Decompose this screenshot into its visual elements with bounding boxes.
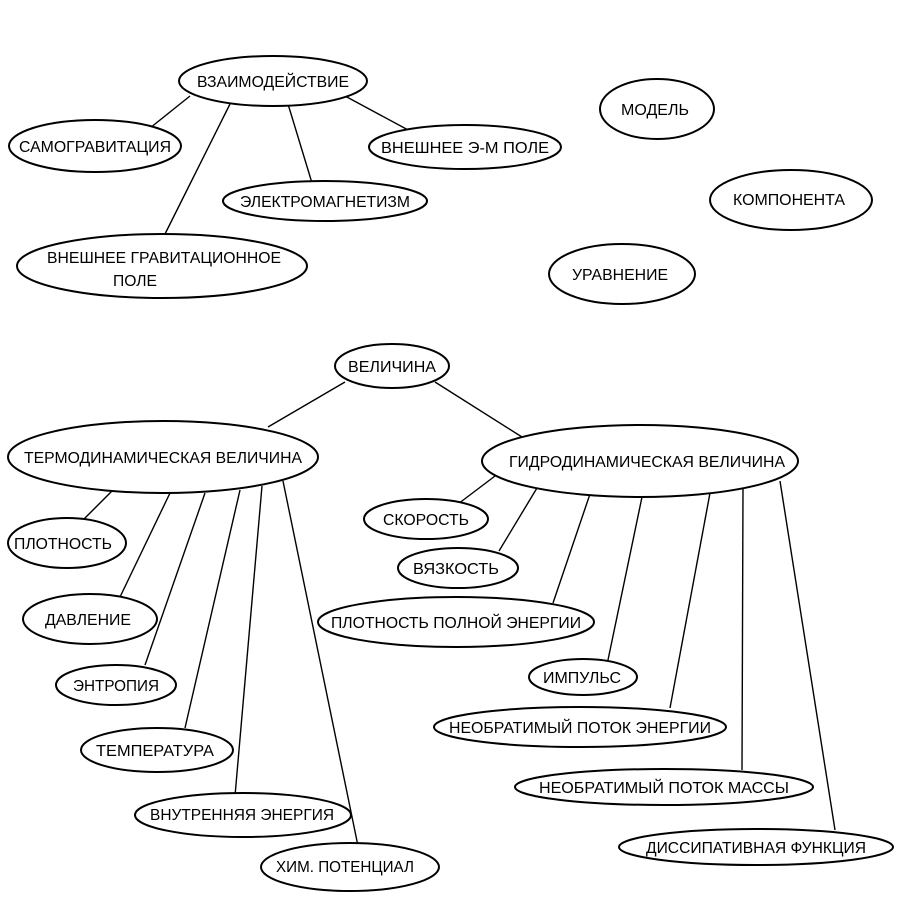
node-momentum: ИМПУЛЬС <box>528 658 638 696</box>
node-label: ВНУТРЕННЯЯ ЭНЕРГИЯ <box>150 807 334 824</box>
node-label: НЕОБРАТИМЫЙ ПОТОК МАССЫ <box>539 778 789 797</box>
node-label: ПЛОТНОСТЬ ПОЛНОЙ ЭНЕРГИИ <box>331 613 581 632</box>
node-label: ВЯЗКОСТЬ <box>413 561 499 578</box>
node-external-grav-field: ВНЕШНЕЕ ГРАВИТАЦИОННОЕ ПОЛЕ <box>16 233 308 299</box>
node-label: ТЕРМОДИНАМИЧЕСКАЯ ВЕЛИЧИНА <box>24 450 302 467</box>
edge-thermo-temperature <box>184 489 241 729</box>
edges <box>83 95 836 847</box>
edge-thermo-pressure <box>119 492 171 598</box>
edge-hydro-momentum <box>607 496 643 661</box>
node-external-em-field: ВНЕШНЕЕ Э-М ПОЛЕ <box>368 124 562 170</box>
node-label: ДАВЛЕНИЕ <box>45 612 131 629</box>
node-hydro-quantity: ГИДРОДИНАМИЧЕСКАЯ ВЕЛИЧИНА <box>481 424 799 498</box>
edge-interaction-external-grav <box>164 103 231 235</box>
node-irrev-mass-flux: НЕОБРАТИМЫЙ ПОТОК МАССЫ <box>514 768 814 806</box>
node-model: МОДЕЛЬ <box>599 78 715 140</box>
node-label: СКОРОСТЬ <box>383 512 469 529</box>
node-label: ВНЕШНЕЕ Э-М ПОЛЕ <box>381 140 549 157</box>
node-label: НЕОБРАТИМЫЙ ПОТОК ЭНЕРГИИ <box>449 718 711 737</box>
node-self-gravity: САМОГРАВИТАЦИЯ <box>8 119 182 173</box>
node-label: ВЗАИМОДЕЙСТВИЕ <box>197 72 349 91</box>
node-label: САМОГРАВИТАЦИЯ <box>19 139 171 156</box>
node-density: ПЛОТНОСТЬ <box>7 517 127 569</box>
node-component: КОМПОНЕНТА <box>709 169 873 231</box>
node-interaction: ВЗАИМОДЕЙСТВИЕ <box>178 55 368 107</box>
node-entropy: ЭНТРОПИЯ <box>55 664 177 706</box>
node-equation: УРАВНЕНИЕ <box>548 243 696 305</box>
edge-interaction-external-em <box>344 95 411 132</box>
node-label: ИМПУЛЬС <box>543 670 621 687</box>
node-electromagnetism: ЭЛЕКТРОМАГНЕТИЗМ <box>222 180 428 222</box>
node-label: ГИДРОДИНАМИЧЕСКАЯ ВЕЛИЧИНА <box>509 454 785 471</box>
edge-interaction-electromagnetism <box>287 103 313 184</box>
edge-quantity-thermo <box>267 381 346 428</box>
node-quantity: ВЕЛИЧИНА <box>334 343 450 389</box>
node-label: МОДЕЛЬ <box>621 102 689 119</box>
node-irrev-energy-flux: НЕОБРАТИМЫЙ ПОТОК ЭНЕРГИИ <box>433 706 727 748</box>
node-viscosity: ВЯЗКОСТЬ <box>397 547 519 589</box>
node-label: ПЛОТНОСТЬ <box>14 536 112 553</box>
node-internal-energy: ВНУТРЕННЯЯ ЭНЕРГИЯ <box>134 792 352 838</box>
node-pressure: ДАВЛЕНИЕ <box>22 593 158 645</box>
node-label: ВЕЛИЧИНА <box>348 359 436 376</box>
edge-quantity-hydro <box>434 381 523 438</box>
edge-hydro-irrev-energy-flux <box>669 492 711 709</box>
node-label-line2: ПОЛЕ <box>113 273 157 290</box>
node-label-line1: ВНЕШНЕЕ ГРАВИТАЦИОННОЕ <box>47 250 281 267</box>
edge-hydro-dissipative <box>779 480 836 831</box>
node-label: ДИССИПАТИВНАЯ ФУНКЦИЯ <box>646 840 866 857</box>
edge-thermo-density <box>83 490 113 520</box>
edge-hydro-velocity <box>457 475 496 505</box>
node-label: ТЕМПЕРАТУРА <box>96 743 214 760</box>
edge-interaction-self-gravity <box>149 95 191 129</box>
node-label: ЭНТРОПИЯ <box>73 678 159 695</box>
edge-hydro-viscosity <box>498 487 538 552</box>
edge-thermo-internal-energy <box>234 485 263 797</box>
edge-hydro-irrev-mass-flux <box>741 487 744 771</box>
node-total-energy-density: ПЛОТНОСТЬ ПОЛНОЙ ЭНЕРГИИ <box>317 596 595 648</box>
edge-hydro-total-energy-density <box>552 493 591 604</box>
node-temperature: ТЕМПЕРАТУРА <box>80 727 234 773</box>
node-dissipative-function: ДИССИПАТИВНАЯ ФУНКЦИЯ <box>618 828 894 866</box>
node-label: КОМПОНЕНТА <box>733 192 845 209</box>
node-label: ХИМ. ПОТЕНЦИАЛ <box>276 859 414 876</box>
edge-thermo-chem-potential <box>282 480 359 847</box>
node-label: ЭЛЕКТРОМАГНЕТИЗМ <box>240 194 410 211</box>
node-chem-potential: ХИМ. ПОТЕНЦИАЛ <box>260 842 440 892</box>
edge-thermo-entropy <box>144 492 206 666</box>
node-velocity: СКОРОСТЬ <box>363 498 489 540</box>
node-label: УРАВНЕНИЕ <box>572 267 668 284</box>
node-thermo-quantity: ТЕРМОДИНАМИЧЕСКАЯ ВЕЛИЧИНА <box>7 420 319 494</box>
